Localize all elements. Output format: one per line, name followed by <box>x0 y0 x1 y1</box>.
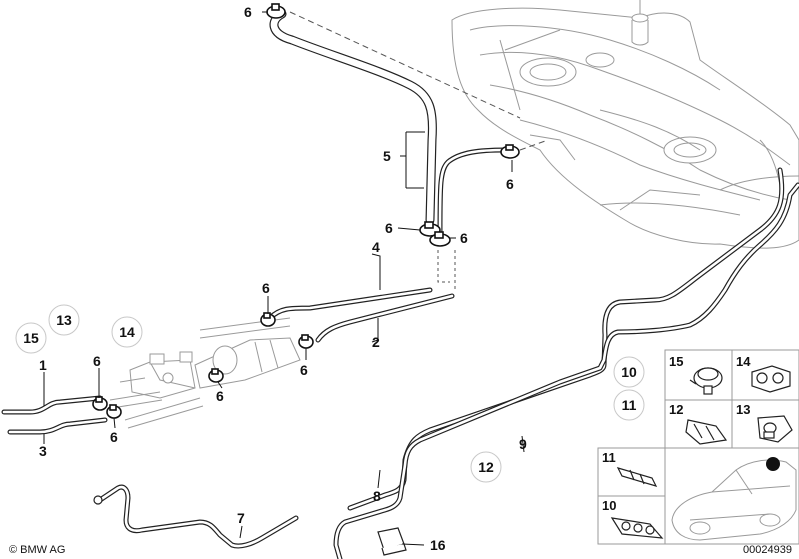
hose-clamp-icon <box>92 396 108 411</box>
fuel-line-7 <box>93 484 299 549</box>
callout-16: 16 <box>430 537 446 553</box>
callout-5: 5 <box>383 148 391 164</box>
callout-circle-11: 11 <box>622 397 637 413</box>
detail-panel-15: 15 <box>664 349 733 401</box>
fuel-line-2 <box>315 293 455 343</box>
hose-clamp-icon <box>500 144 520 159</box>
callout-6: 6 <box>93 353 101 369</box>
circled-callouts: 13 14 15 10 11 12 <box>15 304 645 483</box>
callout-circle-15: 15 <box>23 330 39 346</box>
line-holder-icon <box>616 467 658 487</box>
fuel-line-1 <box>1 395 103 415</box>
hose-clamp-icon <box>429 231 451 247</box>
leader-lines <box>43 11 525 546</box>
panel-label-13: 13 <box>736 402 750 417</box>
detail-panel-12: 12 <box>664 399 733 449</box>
panel-label-14: 14 <box>736 354 751 369</box>
part-number-label: 00024939 <box>743 544 792 556</box>
callout-circle-12: 12 <box>478 459 494 475</box>
callout-circle-13: 13 <box>56 312 72 328</box>
hose-clamp-icon <box>260 312 276 327</box>
retaining-clip-icon <box>689 367 723 395</box>
pipe-holder-icon <box>751 365 791 393</box>
callout-6: 6 <box>244 4 252 20</box>
copyright-label: © BMW AG <box>9 544 65 556</box>
panel-label-10: 10 <box>602 498 616 513</box>
fuel-filter-assembly <box>109 317 301 429</box>
pipe-clip-icon <box>685 419 728 445</box>
callout-6: 6 <box>110 429 118 445</box>
panel-label-12: 12 <box>669 402 683 417</box>
callout-circle-14: 14 <box>119 324 135 340</box>
hose-clamp-icon <box>106 404 122 419</box>
callout-6: 6 <box>216 388 224 404</box>
hose-clamp-icon <box>208 368 224 383</box>
hose-clamp-icon <box>266 3 286 19</box>
callout-9: 9 <box>519 436 527 452</box>
car-silhouette-icon <box>671 459 797 541</box>
callout-labels: 6 5 6 6 6 4 6 2 6 6 6 6 1 3 7 8 9 16 <box>39 4 527 553</box>
callout-3: 3 <box>39 443 47 459</box>
fuel-line-8 <box>333 182 799 559</box>
dashed-reference-lines <box>289 11 549 290</box>
multi-clip-icon <box>610 517 664 539</box>
detail-panel-13: 13 <box>731 399 799 449</box>
callout-7: 7 <box>237 510 245 526</box>
callout-6: 6 <box>460 230 468 246</box>
fuel-hose-5 <box>269 9 508 235</box>
fuel-line-4 <box>267 287 433 321</box>
detail-panel-11: 11 <box>597 447 666 497</box>
callout-6: 6 <box>385 220 393 236</box>
callout-6: 6 <box>300 362 308 378</box>
fuel-line-3 <box>7 417 108 435</box>
callout-circle-10: 10 <box>621 364 637 380</box>
callout-1: 1 <box>39 357 47 373</box>
hose-clamp-icon <box>298 334 314 349</box>
vehicle-location-panel <box>664 447 799 545</box>
callout-2: 2 <box>372 334 380 350</box>
callout-6: 6 <box>262 280 270 296</box>
panel-label-11: 11 <box>602 450 616 465</box>
callout-8: 8 <box>373 488 381 504</box>
detail-panel-14: 14 <box>731 349 799 401</box>
bracket-16 <box>377 527 407 556</box>
location-marker <box>766 457 780 471</box>
callout-6: 6 <box>506 176 514 192</box>
fuel-tank-outline <box>451 0 799 249</box>
detail-panel-10: 10 <box>597 495 666 545</box>
callout-4: 4 <box>372 239 380 255</box>
double-clip-icon <box>757 415 793 443</box>
panel-label-15: 15 <box>669 354 683 369</box>
